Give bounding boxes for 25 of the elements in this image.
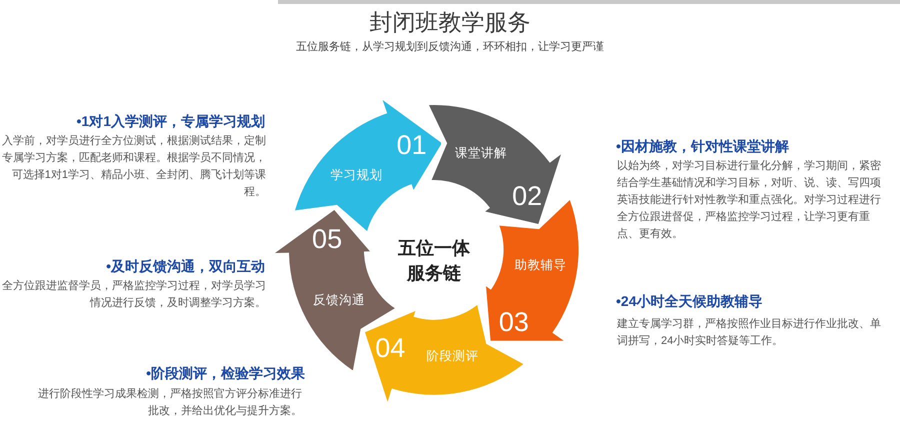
segment-label: 课堂讲解 (455, 145, 508, 162)
section-heading: •24小时全天候助教辅导 (616, 292, 762, 310)
description-text: 全方位跟进监督学员，严格监控学习过程，对学员学习情况进行反馈，及时调整学习方案。 (1, 278, 266, 311)
segment-label: 阶段测评 (426, 348, 479, 364)
description-text: 以始为终，对学习目标进行量化分解，学习期间，紧密结合学生基础情况和学习目标，对听、说、读、写四项英语技能进行针对性教学和重点强化。对学习过程进行全方位跟进督促，严格监控学习过程，让学习更有重点、更有效。 (617, 158, 882, 242)
step-number: 02 (512, 181, 542, 212)
step-number: 05 (312, 224, 342, 254)
description-text: 进行阶段性学习成果检测，严格按照官方评分标准进行批改，并给出优化与提升方案。 (38, 386, 302, 419)
step-number: 03 (498, 306, 529, 337)
description-text: 建立专属学习群，严格按照作业目标进行作业批改、单词拼写，24小时实时答疑等工作。 (617, 316, 882, 349)
section-heading: •及时反馈沟通，双向互动 (106, 257, 265, 275)
segment-label: 反馈沟通 (313, 292, 366, 308)
subtitle: 五位服务链，从学习规划到反馈沟通，环环相扣，让学习更严谨 (296, 40, 604, 55)
curved-arrow-segment (294, 100, 442, 231)
section-heading: •阶段测评，检验学习效果 (146, 364, 305, 382)
section-heading: •因材施教，针对性课堂讲解 (616, 137, 789, 155)
center-label: 五位一体服务链 (397, 237, 471, 285)
description-text: 入学前，对学员进行全方位测试，根据测试结果，定制专属学习方案，匹配老师和课程。根据学员不同情况，可选择1对1学习、精品小班、全封闭、腾飞计划等课程。 (1, 134, 266, 200)
segment-label: 学习规划 (330, 167, 383, 184)
section-heading: •1对1入学测评，专属学习规划 (76, 112, 265, 130)
step-number: 01 (396, 130, 427, 160)
segment-label: 助教辅导 (514, 256, 566, 273)
step-number: 04 (375, 333, 406, 364)
curved-arrow-segment (428, 105, 561, 224)
title: 封闭班教学服务 (370, 8, 530, 37)
